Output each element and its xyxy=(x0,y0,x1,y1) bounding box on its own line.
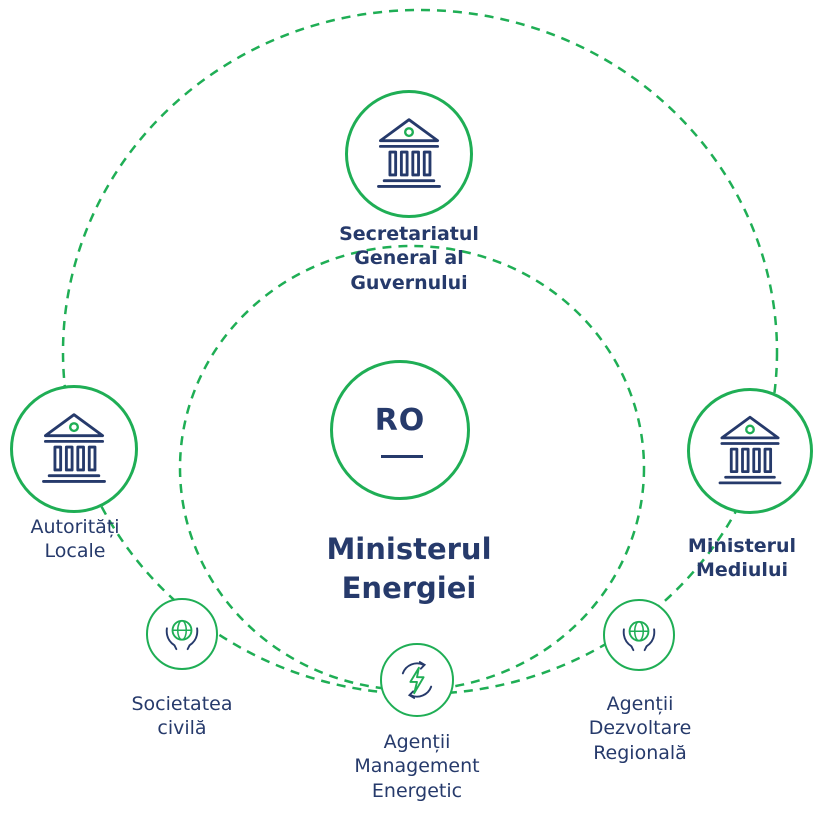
label-autoritati-line-1: Autorități xyxy=(30,516,120,538)
node-agentii-management-energetic xyxy=(380,643,454,717)
renewable-energy-icon xyxy=(401,661,433,699)
label-ame-line-1: Agenții xyxy=(383,731,451,753)
label-mediu-line-2: Mediului xyxy=(696,559,788,582)
center-name-line-1: Ministerul xyxy=(326,532,492,566)
label-adr-line-2: Dezvoltare xyxy=(588,717,692,740)
node-ministerul-energiei: RO xyxy=(330,360,470,500)
government-building-icon xyxy=(42,413,106,483)
node-autoritati-locale xyxy=(10,385,138,513)
node-agentii-dezvoltare-regionala xyxy=(603,599,675,671)
government-building-icon xyxy=(718,415,782,485)
ro-badge: RO xyxy=(374,403,426,438)
ro-underline xyxy=(381,455,423,458)
node-societatea-civila xyxy=(146,598,218,670)
label-autoritati-line-2: Locale xyxy=(44,540,106,563)
globe-in-hands-icon xyxy=(622,620,656,652)
label-ame-line-2: Management xyxy=(354,755,480,778)
globe-in-hands-icon xyxy=(165,619,199,651)
label-mediu-line-1: Ministerul xyxy=(687,535,797,557)
label-sgg-line-1: Secretariatul xyxy=(339,223,479,245)
label-societatea-civila: Societatea civilă xyxy=(100,692,264,741)
label-autoritati-locale: Autorități Locale xyxy=(0,515,150,564)
label-agentii-management-energetic: Agenții Management Energetic xyxy=(320,730,514,803)
label-adr-line-1: Agenții xyxy=(606,693,674,715)
label-agentii-dezvoltare-regionala: Agenții Dezvoltare Regională xyxy=(565,692,715,765)
label-sgg-line-3: Guvernului xyxy=(350,271,468,294)
node-ministerul-mediului xyxy=(687,388,813,514)
label-sgg-line-2: General al xyxy=(354,247,464,270)
label-adr-line-3: Regională xyxy=(593,741,687,764)
center-name-line-2: Energiei xyxy=(341,571,477,606)
label-ame-line-3: Energetic xyxy=(371,779,463,802)
label-societate-line-1: Societatea xyxy=(131,693,233,715)
label-ministerul-mediului: Ministerul Mediului xyxy=(667,534,817,583)
label-societate-line-2: civilă xyxy=(157,717,207,740)
government-building-icon xyxy=(377,118,441,188)
node-sgg xyxy=(345,90,473,218)
label-sgg: Secretariatul General al Guvernului xyxy=(300,222,518,295)
label-ministerul-energiei: Ministerul Energiei xyxy=(300,530,518,608)
